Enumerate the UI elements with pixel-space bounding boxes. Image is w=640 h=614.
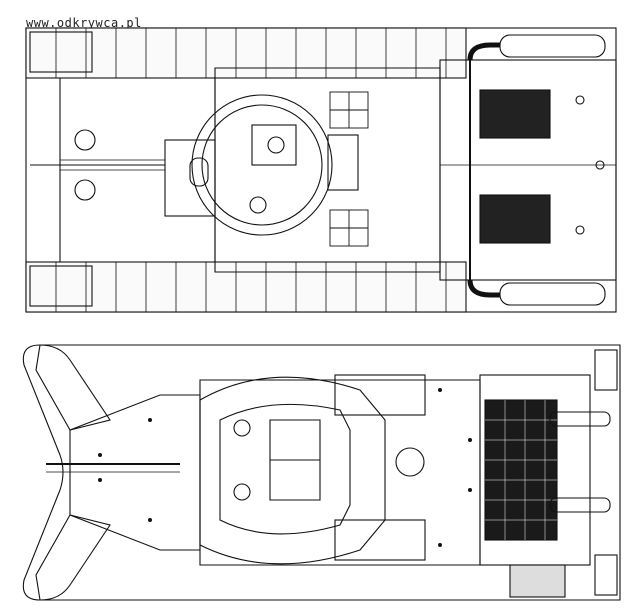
top-vision-grids (329, 91, 369, 247)
top-muffler-upper (499, 34, 606, 58)
bottom-rivets (98, 388, 472, 547)
top-turret-ring (191, 94, 333, 236)
bottom-turret-inner (219, 403, 351, 535)
top-radiator-upper (479, 89, 551, 139)
bottom-track-horn-upper (35, 344, 111, 431)
site-watermark: www.odkrywca.pl (26, 16, 142, 30)
bottom-hull-outline (22, 344, 621, 601)
top-mantlet-slot (189, 157, 209, 187)
top-mantlet (164, 139, 216, 217)
bottom-hull-body (199, 379, 481, 566)
bottom-hatch-upper (233, 419, 251, 437)
top-track-links-lower (55, 262, 447, 312)
top-muffler-lower (499, 282, 606, 306)
bottom-turret (199, 376, 386, 565)
top-track-lower (25, 261, 467, 313)
bottom-hatch-lower (233, 483, 251, 501)
top-engine-deck (439, 59, 617, 281)
top-exhaust-pipe-lower (467, 279, 500, 298)
bottom-engine-grille (484, 399, 558, 541)
bottom-front-glacis (69, 394, 201, 551)
top-track-links-upper (55, 28, 447, 78)
top-front-box (29, 31, 93, 73)
top-turret-inner (201, 104, 323, 226)
top-view (25, 27, 617, 313)
top-exhaust-pipe-upper (467, 42, 500, 61)
top-hatch (251, 124, 297, 166)
bottom-rear-pipe-upper (549, 411, 611, 427)
bottom-track-horn-lower (35, 514, 111, 601)
top-front-box-lower (29, 265, 93, 307)
top-radiator-lower (479, 194, 551, 244)
top-track-upper (25, 27, 467, 79)
bottom-rear-pipe-lower (549, 497, 611, 513)
bottom-view (22, 344, 621, 601)
